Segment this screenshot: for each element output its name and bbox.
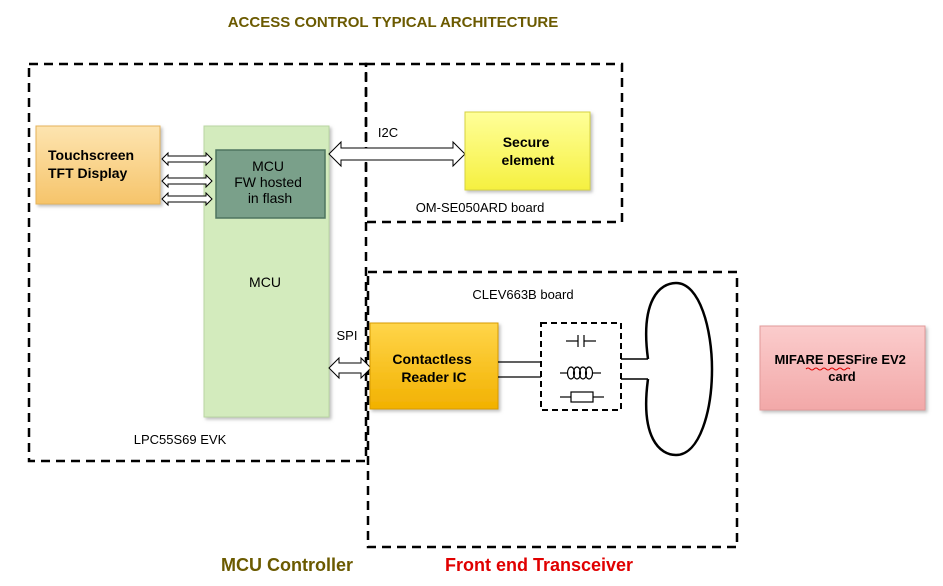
clev-board-label: CLEV663B board [472, 287, 573, 302]
om-board-outline [364, 62, 624, 224]
reader-line-2: Reader IC [401, 369, 466, 385]
card-line-2: card [828, 369, 856, 384]
secure-line-1: Secure [503, 134, 550, 150]
front-end-label: Front end Transceiver [445, 555, 633, 575]
om-board-label: OM-SE050ARD board [416, 200, 545, 215]
diagram-title: ACCESS CONTROL TYPICAL ARCHITECTURE [228, 14, 559, 31]
mcu-controller-label: MCU Controller [221, 555, 353, 575]
touchscreen-line-1: Touchscreen [48, 147, 134, 163]
secure-line-2: element [502, 152, 555, 168]
reader-ic-block [369, 322, 499, 410]
mcu-fw-block [215, 149, 326, 219]
mcu-fw-line-3: in flash [248, 190, 292, 206]
antenna-matching-outline [540, 322, 622, 411]
mcu-fw-label: MCU FW hosted in flash [234, 158, 306, 206]
clev-board-outline [366, 270, 739, 549]
mcu-label: MCU [249, 274, 281, 290]
spi-arrow [328, 356, 372, 380]
i2c-arrow [328, 140, 466, 168]
touchscreen-block [35, 125, 161, 205]
mcu-fw-line-2: FW hosted [234, 174, 302, 190]
secure-element-label: Secure element [502, 134, 555, 168]
reader-line-1: Contactless [392, 351, 472, 367]
secure-element-block [464, 111, 591, 191]
display-bus-arrow-1 [161, 151, 213, 167]
resistor-icon [560, 391, 604, 403]
mcu-fw-line-1: MCU [252, 158, 284, 174]
spellcheck-squiggle [805, 367, 851, 371]
antenna-loop-icon [644, 281, 714, 457]
lpc-board-label: LPC55S69 EVK [134, 432, 227, 447]
inductor-icon [560, 366, 601, 380]
spi-label: SPI [337, 328, 358, 343]
lpc-board-outline [27, 62, 368, 463]
mifare-card-block [759, 325, 926, 411]
reader-ic-label: Contactless Reader IC [392, 351, 475, 385]
mifare-card-label: MIFARE DESFire EV2 card [774, 352, 909, 384]
i2c-label: I2C [378, 125, 398, 140]
display-bus-arrow-2 [161, 173, 213, 189]
display-bus-arrows [161, 151, 213, 207]
touchscreen-line-2: TFT Display [48, 165, 128, 181]
capacitor-icon [566, 335, 596, 347]
card-line-1: MIFARE DESFire EV2 [774, 352, 905, 367]
display-bus-arrow-3 [161, 191, 213, 207]
touchscreen-label: Touchscreen TFT Display [48, 147, 138, 181]
